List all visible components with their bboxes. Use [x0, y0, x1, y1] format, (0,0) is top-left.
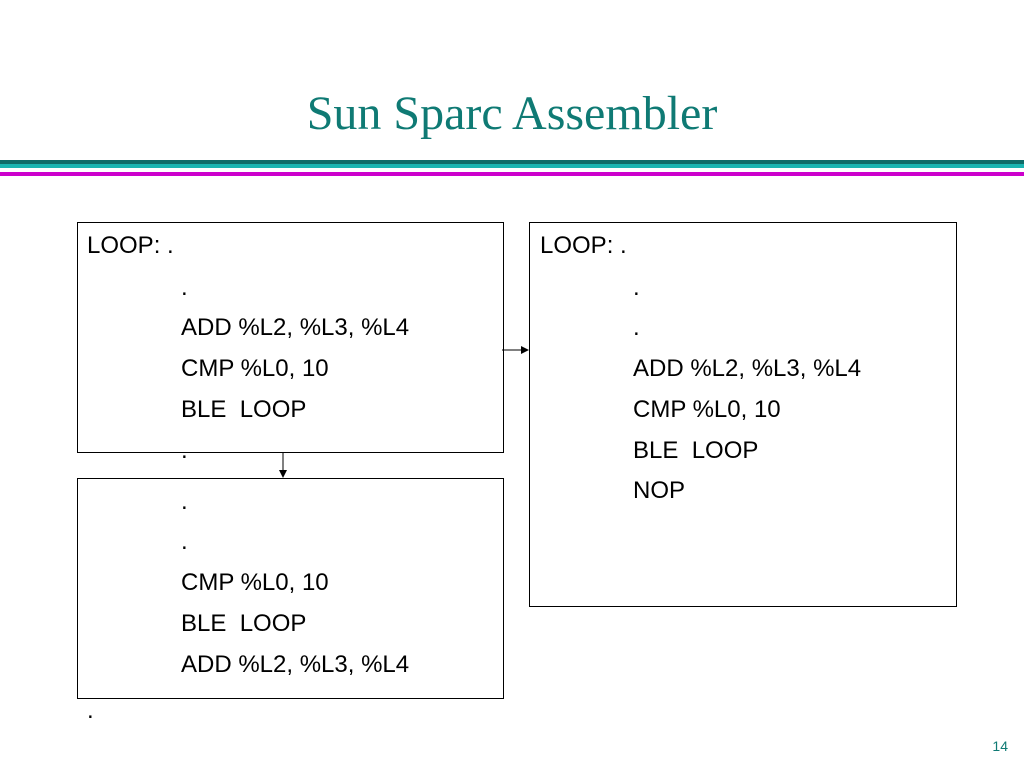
code-line: .	[87, 697, 94, 724]
code-line: .	[181, 488, 188, 515]
page-number: 14	[992, 738, 1008, 754]
code-line: CMP %L0, 10	[633, 396, 781, 423]
code-line: .	[181, 528, 188, 555]
code-line-label: LOOP: .	[87, 232, 174, 259]
code-line: BLE LOOP	[181, 396, 307, 423]
title-rule-magenta	[0, 172, 1024, 176]
code-line: ADD %L2, %L3, %L4	[181, 651, 410, 678]
code-line: .	[633, 274, 640, 301]
left-top-code-box	[77, 222, 504, 453]
code-line-label: LOOP: .	[540, 232, 627, 259]
code-line: .	[181, 274, 188, 301]
code-line: .	[633, 314, 640, 341]
code-line: .	[181, 437, 188, 464]
code-line: CMP %L0, 10	[181, 569, 329, 596]
left-bottom-code-box	[77, 478, 504, 699]
slide-title: Sun Sparc Assembler	[306, 87, 718, 140]
code-line: ADD %L2, %L3, %L4	[181, 314, 410, 341]
right-code-box	[529, 222, 957, 607]
arrow-right	[502, 346, 529, 354]
code-line: NOP	[633, 477, 686, 504]
arrow-down	[279, 452, 287, 478]
code-line: BLE LOOP	[633, 437, 759, 464]
code-line: ADD %L2, %L3, %L4	[633, 355, 862, 382]
title-rule-teal	[0, 164, 1024, 168]
code-line: CMP %L0, 10	[181, 355, 329, 382]
title-rule-dark	[0, 160, 1024, 164]
code-line: BLE LOOP	[181, 610, 307, 637]
